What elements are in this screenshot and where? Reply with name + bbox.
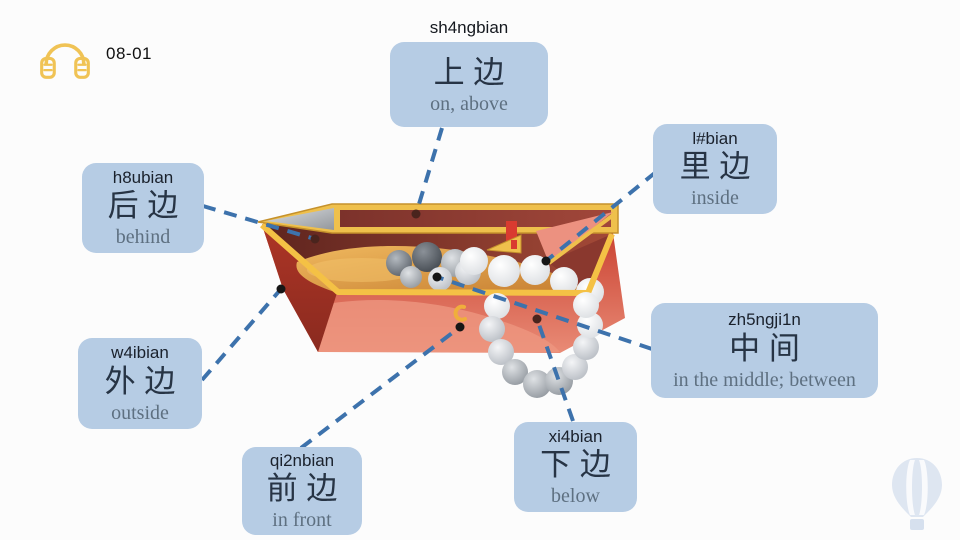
pinyin-text: zh5ngji1n	[728, 310, 801, 330]
english-text: inside	[691, 187, 739, 210]
chest-right-inner-wall	[548, 234, 612, 293]
anchor-dot-zhongjian	[432, 272, 442, 282]
hanzi-text: 后边	[107, 188, 188, 225]
hanzi-text: 下边	[540, 447, 620, 484]
audio-badge[interactable]: 08-01	[38, 28, 152, 80]
connector-line-libian	[544, 170, 658, 263]
vocab-card-shangbian: sh4ngbian 上边 on, above	[390, 18, 548, 127]
hot-air-balloon-icon	[892, 458, 942, 530]
vocab-card-waibian: w4ibian 外边 outside	[78, 338, 202, 429]
audio-track-label: 08-01	[106, 44, 152, 63]
chest-clasp	[486, 221, 522, 254]
english-text: outside	[111, 401, 169, 424]
english-text: behind	[115, 226, 171, 249]
connector-line-qianbian	[299, 325, 462, 450]
anchor-dot-xiabian	[532, 314, 542, 324]
vocab-card-houbian: h8ubian 后边 behind	[82, 163, 204, 253]
vocab-card-libian: l#bian 里边 inside	[653, 124, 777, 214]
chest-lid	[257, 203, 619, 265]
pinyin-text: xi4bian	[548, 426, 603, 446]
vocab-card-xiabian: xi4bian 下边 below	[514, 422, 637, 512]
anchor-dot-shangbian	[411, 209, 421, 219]
chest-art	[257, 203, 625, 398]
vocab-card-zhongjian: zh5ngji1n 中间 in the middle; between	[651, 303, 878, 398]
english-text: in the middle; between	[673, 368, 856, 391]
headphones-icon	[40, 43, 90, 79]
english-text: below	[551, 485, 600, 508]
gold-crescent	[453, 304, 467, 322]
lid-lining	[536, 212, 613, 263]
anchor-dot-libian	[541, 256, 551, 266]
connector-line-zhongjian	[436, 275, 653, 351]
anchor-dot-qianbian	[455, 322, 465, 332]
hanzi-text: 里边	[679, 149, 760, 186]
connector-lines	[200, 127, 658, 450]
chest-gold-rim	[260, 222, 615, 296]
pinyin-text: l#bian	[692, 128, 738, 148]
connector-line-shangbian	[414, 127, 444, 215]
anchor-dot-waibian	[276, 284, 286, 294]
vocab-card-qianbian: qi2nbian 前边 in front	[242, 447, 362, 535]
hanzi-text: 前边	[266, 471, 347, 508]
pinyin-text: w4ibian	[111, 343, 169, 363]
hanzi-text: 外边	[104, 363, 185, 400]
hanzi-text: 上边	[433, 55, 514, 92]
connector-line-xiabian	[535, 318, 575, 422]
chest-left-wall	[262, 225, 337, 352]
connector-line-waibian	[200, 287, 283, 382]
pearl-necklace	[479, 292, 603, 398]
english-text: on, above	[430, 92, 508, 115]
pinyin-text: sh4ngbian	[429, 18, 509, 37]
anchor-dot-houbian	[310, 234, 320, 244]
hanzi-text: 中间	[729, 330, 809, 367]
connector-line-houbian	[202, 204, 316, 241]
english-text: in front	[272, 509, 332, 532]
pinyin-text: h8ubian	[112, 167, 174, 187]
pinyin-text: qi2nbian	[269, 450, 335, 470]
